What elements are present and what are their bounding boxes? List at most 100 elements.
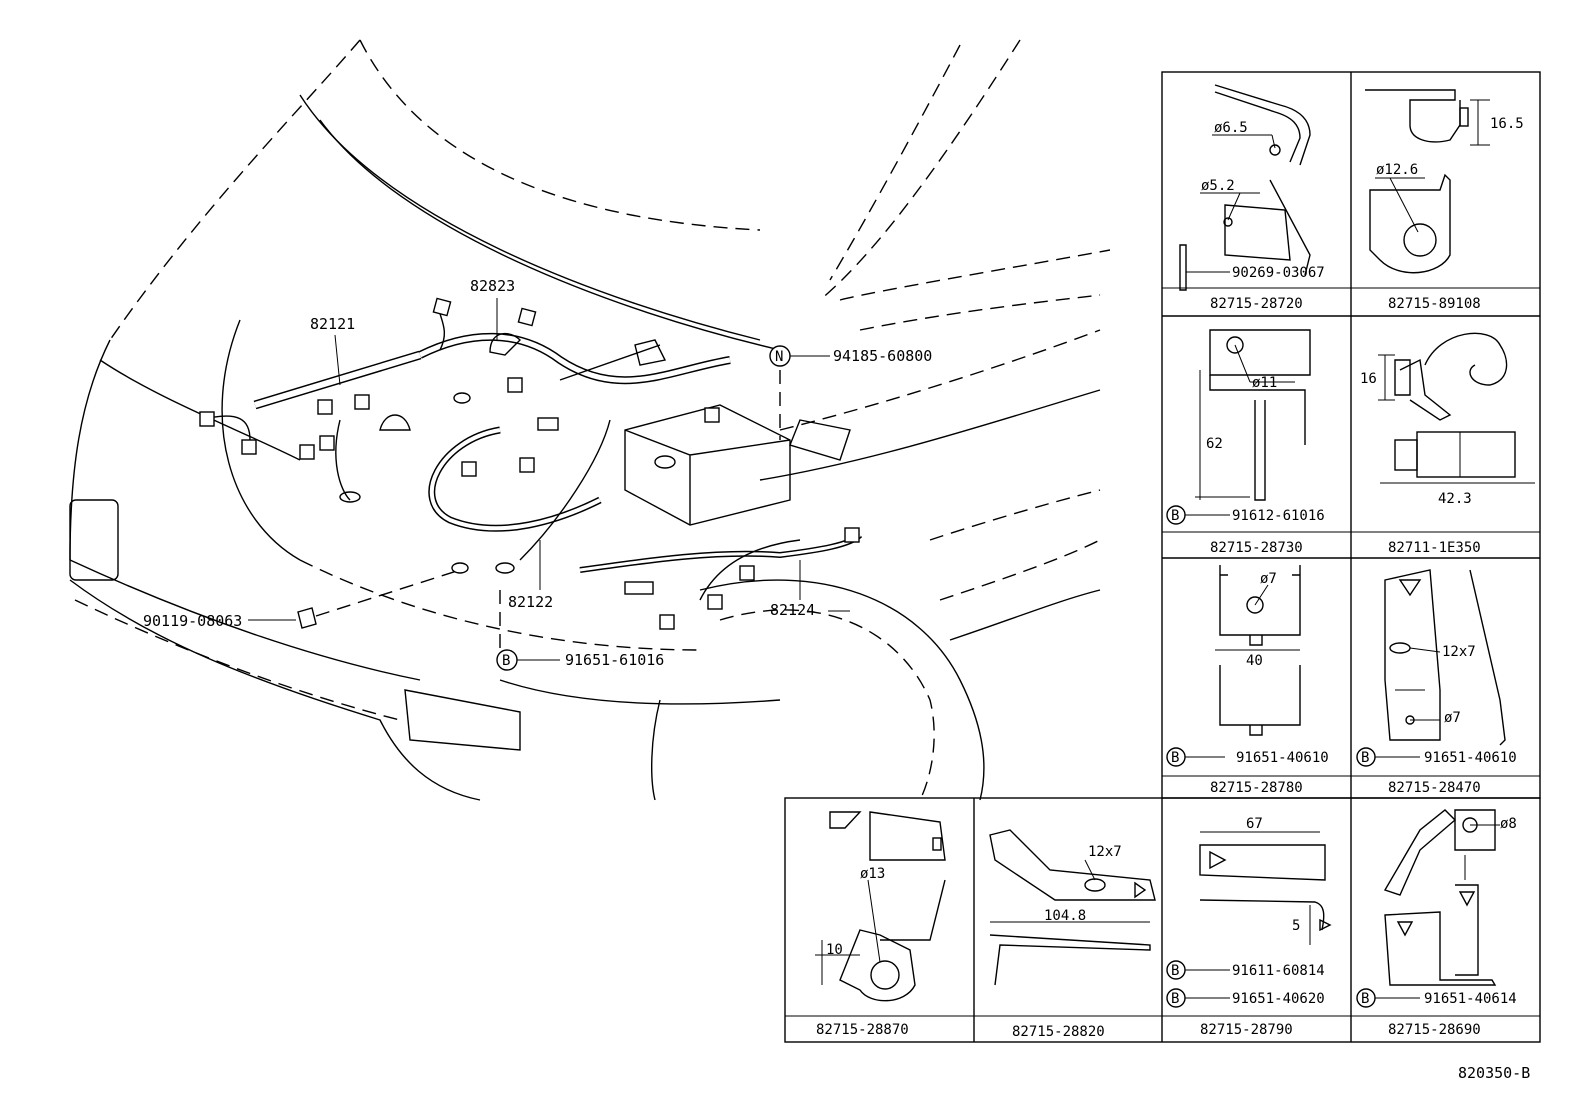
- harness-82122: [428, 426, 602, 532]
- windshield-pillar-2: [829, 44, 961, 281]
- label-90119-08063: 90119-08063: [143, 612, 242, 630]
- cell-82715-28730: B ø11 62 91612-61016 82715-28730: [1166, 329, 1325, 556]
- fender-line-4: [759, 389, 1101, 481]
- b-symbol: B: [1171, 963, 1179, 979]
- c6-bolt: 91651-40610: [1424, 750, 1517, 766]
- b-symbol: B: [502, 653, 510, 669]
- fender-line-2: [859, 294, 1101, 331]
- c6-d1: 12x7: [1442, 644, 1476, 660]
- c1-d1: ø6.5: [1214, 120, 1248, 136]
- connectors: [199, 297, 860, 630]
- bracket-shape: [1214, 84, 1311, 166]
- c7-d1: ø13: [860, 866, 885, 882]
- c5-d2: 40: [1246, 653, 1263, 669]
- c3-d2: 62: [1206, 436, 1223, 452]
- c8-part: 82715-28820: [1012, 1024, 1105, 1040]
- c3-d1: ø11: [1252, 375, 1277, 391]
- detail-grid: [784, 71, 1541, 1043]
- c9-bolt1: 91611-60814: [1232, 963, 1325, 979]
- bumper-bottom: [69, 579, 481, 801]
- label-91651-61016: 91651-61016: [565, 651, 664, 669]
- battery-edges: [624, 429, 791, 525]
- c3-bolt: 91612-61016: [1232, 508, 1325, 524]
- n-symbol-circle: [769, 345, 791, 367]
- c4-d2: 42.3: [1438, 491, 1472, 507]
- cell-82715-28690: B ø8 91651-40614 82715-28690: [1356, 809, 1517, 1038]
- figure-id: 820350-B: [1458, 1064, 1530, 1082]
- engine-bay-left: [221, 319, 301, 561]
- fender-line-5: [929, 489, 1101, 541]
- wheel-arch-inner: [719, 609, 935, 801]
- b-symbol: B: [1171, 508, 1179, 524]
- cell-82715-28790: B B 67 5 91611-60814 91651-40620 82715-2…: [1166, 816, 1332, 1038]
- c1-d2: ø5.2: [1201, 178, 1235, 194]
- harness-branch-5: [699, 539, 801, 601]
- fuse-box: [789, 419, 851, 461]
- fender-line-3: [779, 329, 1101, 431]
- bumper-lower: [74, 599, 401, 721]
- label-82122: 82122: [508, 593, 553, 611]
- windshield-pillar: [819, 39, 1021, 301]
- car-illustration: [69, 39, 1111, 801]
- c10-d1: ø8: [1500, 816, 1517, 832]
- harness-branch-4: [335, 419, 351, 501]
- n-symbol: N: [775, 349, 783, 365]
- c9-part: 82715-28790: [1200, 1022, 1293, 1038]
- c6-part: 82715-28470: [1388, 780, 1481, 796]
- c2-part: 82715-89108: [1388, 296, 1481, 312]
- c4-d1: 16: [1360, 371, 1377, 387]
- c9-d1: 67: [1246, 816, 1263, 832]
- hood-left-edge: [109, 39, 361, 341]
- c5-bolt: 91651-40610: [1236, 750, 1329, 766]
- label-82823: 82823: [470, 277, 515, 295]
- hood-rear-edge: [359, 39, 761, 231]
- fog-lamp-right: [404, 689, 521, 751]
- fender-line-6: [939, 539, 1101, 601]
- c6-d2: ø7: [1444, 710, 1461, 726]
- b-symbol: B: [1361, 750, 1369, 766]
- fender-line-7: [949, 589, 1101, 641]
- label-82124: 82124: [770, 601, 815, 619]
- c7-part: 82715-28870: [816, 1022, 909, 1038]
- harness-branch-1: [519, 419, 611, 561]
- c10-bolt: 91651-40614: [1424, 991, 1517, 1007]
- c5-part: 82715-28780: [1210, 780, 1303, 796]
- c2-d2: ø12.6: [1376, 162, 1418, 178]
- hood-front-line-2: [319, 119, 781, 351]
- c8-d2: 104.8: [1044, 908, 1086, 924]
- rivet-icon: [1179, 244, 1187, 291]
- b-symbol: B: [1361, 991, 1369, 1007]
- harness-branch-2: [559, 344, 661, 381]
- c9-d2: 5: [1292, 918, 1300, 934]
- b-symbol: B: [1171, 991, 1179, 1007]
- bolt-90119: [297, 607, 317, 629]
- c1-bolt: 90269-03067: [1232, 265, 1325, 281]
- c1-part: 82715-28720: [1210, 296, 1303, 312]
- c2-d1: 16.5: [1490, 116, 1524, 132]
- battery: [624, 404, 791, 526]
- fender-line-1: [839, 249, 1111, 301]
- cell-82715-28470: B 12x7 ø7 91651-40610 82715-28470: [1356, 569, 1517, 796]
- c10-part: 82715-28690: [1388, 1022, 1481, 1038]
- fog-lamp-left: [69, 499, 119, 581]
- c5-d1: ø7: [1260, 571, 1277, 587]
- cell-82711-1E350: 16 42.3 82711-1E350: [1360, 332, 1535, 556]
- label-82121: 82121: [310, 315, 355, 333]
- leader-lines: [248, 298, 850, 661]
- cell-82715-28780: B ø7 40 91651-40610 82715-28780: [1166, 565, 1329, 796]
- label-94185-60800: 94185-60800: [833, 347, 932, 365]
- hood-front-line: [299, 94, 761, 341]
- wheel-arch-left: [651, 699, 661, 801]
- undercarriage-line: [499, 679, 781, 705]
- c3-part: 82715-28730: [1210, 540, 1303, 556]
- b-symbol-circle: [496, 649, 518, 671]
- c4-part: 82711-1E350: [1388, 540, 1481, 556]
- cell-82715-28870: ø13 10 82715-28870: [815, 811, 946, 1038]
- cell-82715-89108: 16.5 ø12.6 82715-89108: [1365, 89, 1524, 312]
- c8-d1: 12x7: [1088, 844, 1122, 860]
- wheel-arch-outer: [699, 579, 985, 801]
- cell-82715-28720: ø6.5 ø5.2 90269-03067 82715-28720: [1179, 84, 1325, 312]
- bumper-line: [69, 559, 421, 681]
- c9-bolt2: 91651-40620: [1232, 991, 1325, 1007]
